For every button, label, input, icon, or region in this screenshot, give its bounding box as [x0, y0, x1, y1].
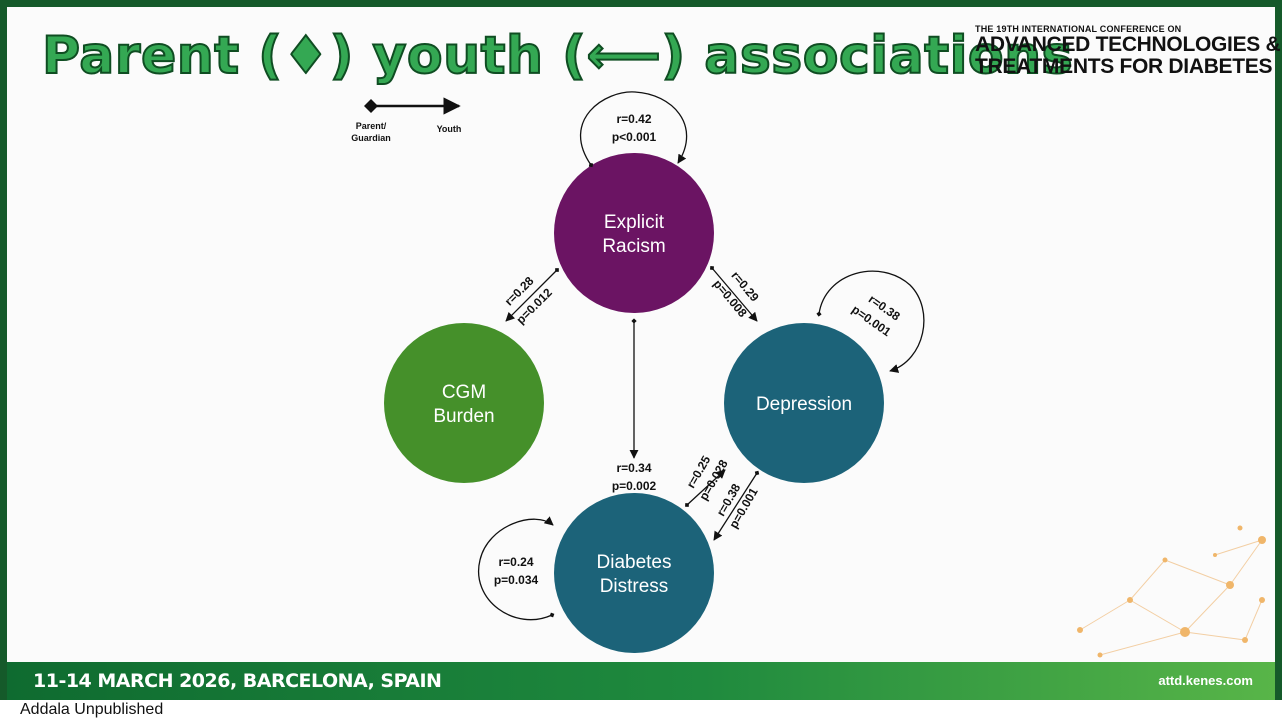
legend-youth-label: Youth — [437, 124, 462, 134]
node-diabetes-distress-label-2: Distress — [600, 576, 669, 597]
edge-distress-self-p: p=0.034 — [494, 573, 539, 587]
edge-distress-self-r: r=0.24 — [498, 555, 533, 569]
frame-left — [0, 0, 7, 720]
conference-line-1: THE 19TH INTERNATIONAL CONFERENCE ON — [975, 24, 1182, 34]
slide-title: Parent (♦) youth (⟵) associations — [41, 25, 1074, 87]
caption-strip — [0, 700, 1282, 720]
node-cgm-burden — [384, 323, 544, 483]
conference-line-3: TREATMENTS FOR DIABETES — [975, 55, 1273, 78]
node-explicit-racism — [554, 153, 714, 313]
edge-racism-cgm — [505, 268, 559, 322]
edge-distress-self — [477, 516, 555, 621]
node-cgm-burden-label-2: Burden — [433, 406, 494, 427]
edge-racism-distress-r: r=0.34 — [616, 461, 651, 475]
node-cgm-burden-label-1: CGM — [442, 382, 486, 403]
edge-racism-distress-p: p=0.002 — [612, 479, 657, 493]
legend: Parent/ Guardian Youth — [351, 97, 462, 143]
edge-depression-distress — [713, 470, 760, 541]
edge-racism-self — [579, 91, 688, 168]
edge-racism-depression — [710, 266, 758, 322]
edge-depression-self — [816, 270, 925, 373]
legend-diamond-icon — [364, 99, 378, 113]
conference-logo: THE 19TH INTERNATIONAL CONFERENCE ON ADV… — [975, 24, 1281, 78]
footer-url: attd.kenes.com — [1158, 673, 1253, 688]
node-explicit-racism-label-2: Racism — [602, 236, 665, 257]
frame-right — [1275, 0, 1282, 720]
footer-bar: 11-14 MARCH 2026, BARCELONA, SPAIN attd.… — [7, 662, 1275, 700]
edge-racism-self-p: p<0.001 — [612, 130, 657, 144]
node-explicit-racism-label-1: Explicit — [604, 212, 665, 233]
node-diabetes-distress — [554, 493, 714, 653]
legend-parent-label-2: Guardian — [351, 133, 391, 143]
caption: Addala Unpublished — [20, 701, 164, 718]
legend-parent-label-1: Parent/ — [356, 121, 387, 131]
node-diabetes-distress-label-1: Diabetes — [597, 552, 672, 573]
edge-racism-self-r: r=0.42 — [616, 112, 651, 126]
frame-top — [0, 0, 1282, 7]
footer-date: 11-14 MARCH 2026, BARCELONA, SPAIN — [33, 670, 442, 692]
conference-line-2: ADVANCED TECHNOLOGIES & — [975, 33, 1281, 56]
node-depression-label: Depression — [756, 394, 852, 415]
